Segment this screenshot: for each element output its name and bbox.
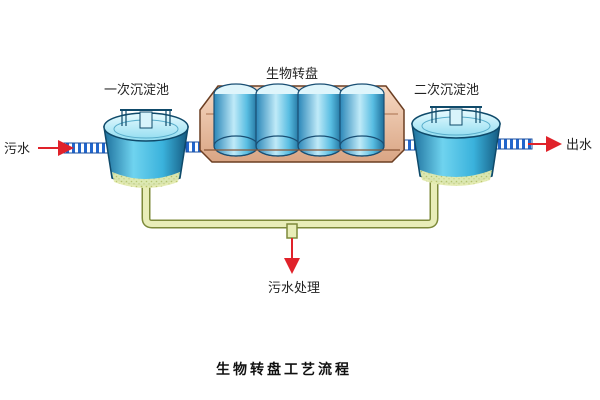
secondary-clarifier-tank	[411, 106, 501, 186]
primary-clarifier-label: 一次沉淀池	[104, 82, 169, 98]
diagram-caption: 生物转盘工艺流程	[216, 361, 352, 378]
secondary-clarifier-label: 二次沉淀池	[414, 82, 479, 98]
primary-clarifier-tank	[103, 109, 189, 188]
sludge-treatment-label: 污水处理	[268, 281, 320, 296]
rbc-label: 生物转盘	[266, 66, 318, 82]
rbc-unit	[199, 83, 405, 163]
sludge-pipe	[141, 178, 439, 239]
influent-label: 污水	[4, 142, 30, 157]
rbc-discs	[213, 83, 385, 157]
effluent-label: 出水	[566, 138, 592, 153]
